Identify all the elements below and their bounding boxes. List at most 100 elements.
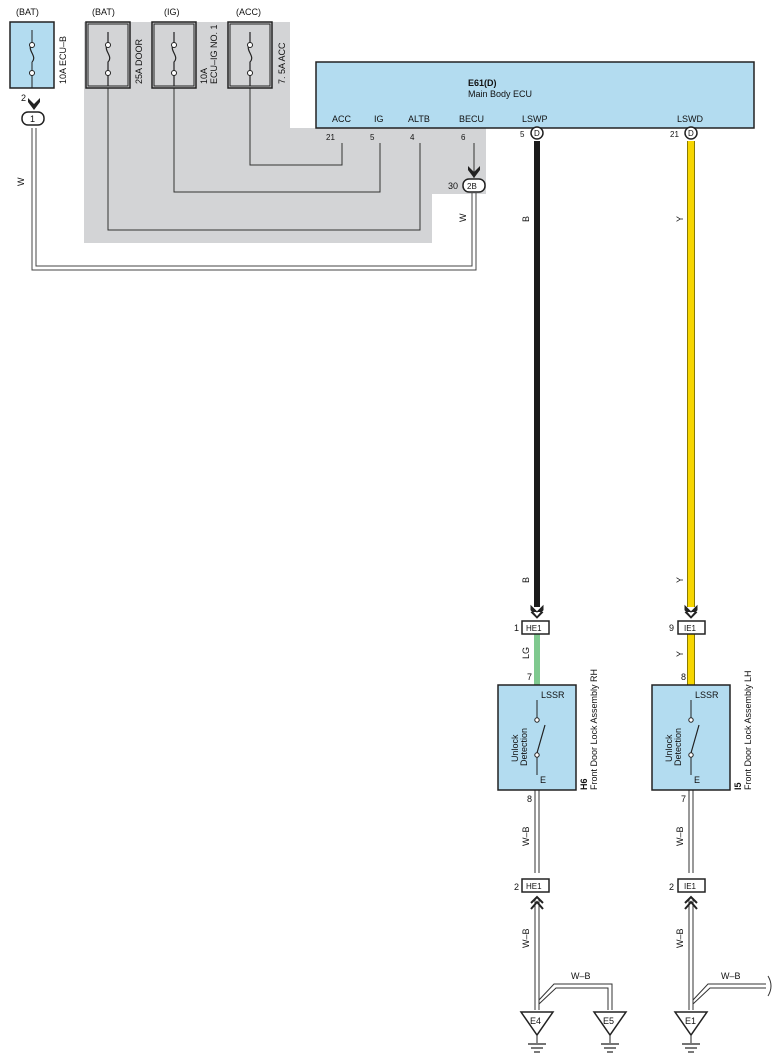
ecu-pin-acc-name: ACC: [332, 114, 352, 124]
ecu-lswp-connector: [530, 126, 544, 140]
wire-label-wb-lh-branch: W–B: [721, 971, 741, 981]
ecu-name: Main Body ECU: [468, 89, 532, 99]
ground-e5-label: E5: [603, 1016, 614, 1026]
lock-rh-code: H6: [579, 778, 589, 790]
ecu-pin-becu-name: BECU: [459, 114, 484, 124]
wire-wb-lh-branch-1: [692, 983, 766, 1001]
lock-lh-term-top: LSSR: [695, 690, 719, 700]
lock-rh-term-bottom: E: [540, 775, 546, 785]
wire-w-ecu-b-inner: [35, 128, 473, 267]
junction-2b-body: [462, 178, 486, 193]
wire-wb-e5-1: [538, 983, 613, 1010]
left-connector-id: 1: [30, 114, 35, 124]
lock-rh-switch: [534, 700, 546, 775]
ie1-bottom-arrow: [684, 895, 698, 910]
ecu-pin-ig-name: IG: [374, 114, 384, 124]
wire-label-wb-e5: W–B: [571, 971, 591, 981]
wire-label-y-upper: Y: [675, 216, 685, 222]
left-connector-body: [21, 111, 45, 126]
wire-label-b-upper: B: [521, 216, 531, 222]
ecu-pin-altb-name: ALTB: [408, 114, 430, 124]
fuse-ecu-b-label: 10A ECU–B: [58, 36, 68, 84]
wire-label-b-lower: B: [521, 577, 531, 583]
lock-rh-detect-1: Unlock: [510, 734, 520, 762]
ie1-top-arrow: [684, 604, 698, 619]
ie1-bottom-id: IE1: [684, 882, 697, 891]
wire-label-lg: LG: [521, 647, 531, 659]
fuse-ecu-ig-label-2: ECU–IG NO. 1: [209, 24, 219, 84]
wire-ig: [173, 72, 381, 193]
ecu-lswd-conn-id: D: [688, 129, 694, 138]
fuse-door-source: (BAT): [92, 7, 115, 17]
wire-label-y-mid: Y: [675, 651, 685, 657]
wire-label-w-becu: W: [458, 213, 468, 222]
ecu-pin-lswd-name: LSWD: [677, 114, 704, 124]
fuse-ecu-ig-source: (IG): [164, 7, 180, 17]
lock-lh-name: Front Door Lock Assembly LH: [743, 670, 753, 790]
he1-top-body: [521, 620, 550, 635]
lock-rh-pin-top: 7: [527, 672, 532, 682]
he1-bottom-pin: 2: [514, 882, 519, 892]
wire-label-wb-rh-upper: W–B: [521, 826, 531, 846]
ie1-top-id: IE1: [684, 624, 697, 633]
wire-label-wb-lh-lower: W–B: [675, 928, 685, 948]
fuse-ecu-ig: [151, 21, 197, 89]
wire-wb-lh-branch-2: [692, 987, 766, 1005]
wire-label-y-lower: Y: [675, 577, 685, 583]
fuse-ecu-b-source: (BAT): [16, 7, 39, 17]
fuse-door: [85, 21, 131, 89]
lock-rh-detect-2: Detection: [519, 728, 529, 766]
ecu-pin-lswd-num: 21: [670, 130, 679, 139]
wire-break-mark: [767, 975, 772, 997]
he1-bottom-body: [521, 878, 550, 893]
lock-lh-pin-bottom: 7: [681, 794, 686, 804]
wire-label-wb-lh-upper: W–B: [675, 826, 685, 846]
ecu-pin-becu-num: 6: [461, 133, 466, 142]
fuse-acc-source: (ACC): [236, 7, 261, 17]
lock-lh-switch: [688, 700, 700, 775]
wire-label-wb-rh-lower: W–B: [521, 928, 531, 948]
ground-e1-symbol: [673, 1011, 709, 1053]
fuse-ecu-b: [9, 21, 55, 89]
ecu-pin-altb-num: 4: [410, 133, 415, 142]
ground-e1-label: E1: [685, 1016, 696, 1026]
ground-e4-symbol: [519, 1011, 555, 1053]
main-body-ecu-box: [315, 61, 755, 129]
left-connector-arrow: [28, 98, 40, 110]
fuse-ecu-ig-label-1: 10A: [199, 68, 209, 84]
fuse-door-label: 25A DOOR: [134, 38, 144, 84]
ie1-top-pin: 9: [669, 623, 674, 633]
ecu-lswd-connector: [684, 126, 698, 140]
fuse-acc: [227, 21, 273, 89]
he1-top-id: HE1: [526, 624, 542, 633]
ecu-lswp-conn-id: D: [534, 129, 540, 138]
lock-rh-name: Front Door Lock Assembly RH: [589, 669, 599, 790]
ie1-bottom-pin: 2: [669, 882, 674, 892]
junction-2b-arrow: [468, 166, 480, 178]
ecu-pin-lswp-name: LSWP: [522, 114, 548, 124]
lock-lh-detect-2: Detection: [673, 728, 683, 766]
lock-lh-pin-top: 8: [681, 672, 686, 682]
he1-bottom-id: HE1: [526, 882, 542, 891]
junction-2b-id: 2B: [467, 182, 477, 191]
lock-lh-code: I5: [733, 782, 743, 790]
ecu-pin-lswp-num: 5: [520, 130, 525, 139]
lock-lh-detect-1: Unlock: [664, 734, 674, 762]
wire-label-w-left: W: [16, 177, 26, 186]
wire-acc: [249, 72, 343, 166]
he1-top-arrow: [530, 604, 544, 619]
ie1-bottom-body: [677, 878, 706, 893]
left-connector-pin: 2: [21, 93, 26, 103]
lock-rh-term-top: LSSR: [541, 690, 565, 700]
junction-2b-pin: 30: [448, 181, 458, 191]
wire-door-altb: [107, 72, 421, 231]
lock-lh-term-bottom: E: [694, 775, 700, 785]
he1-top-pin: 1: [514, 623, 519, 633]
lock-rh-pin-bottom: 8: [527, 794, 532, 804]
ie1-top-body: [677, 620, 706, 635]
ground-e4-label: E4: [530, 1016, 541, 1026]
ecu-code: E61(D): [468, 78, 497, 88]
ecu-pin-ig-num: 5: [370, 133, 375, 142]
fuse-acc-label: 7. 5A ACC: [277, 42, 287, 84]
